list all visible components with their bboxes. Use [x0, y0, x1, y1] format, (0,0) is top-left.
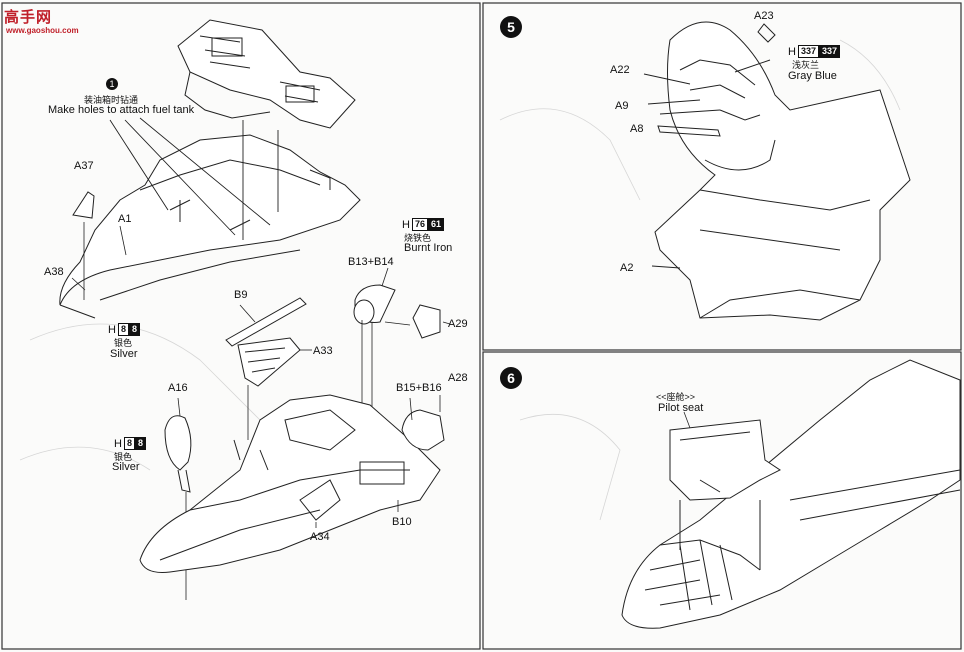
paint-en-silver-1: Silver	[110, 348, 138, 360]
paint-en-silver-2: Silver	[112, 461, 140, 473]
label-a23: A23	[754, 10, 774, 22]
label-b13-b14: B13+B14	[348, 256, 394, 268]
pilot-seat-en: Pilot seat	[658, 402, 704, 414]
label-a33: A33	[313, 345, 333, 357]
part-a37	[72, 191, 95, 219]
paint-callout-silver-1: H 8 8	[108, 323, 140, 336]
step6-assembly	[621, 359, 961, 629]
upper-fuselage-part	[59, 134, 361, 319]
pilot-seat-cn: <<座舱>>	[656, 392, 696, 402]
part-b13-b14	[353, 267, 396, 430]
part-a28-b15-b16	[401, 395, 445, 451]
label-b15-b16: B15+B16	[396, 382, 442, 394]
paint-cn-burnt-iron: 烧铁色	[404, 233, 432, 243]
note-marker: 1	[106, 78, 118, 90]
paint-callout-gray-blue: H 337 337	[788, 45, 841, 58]
label-a9: A9	[615, 100, 629, 112]
step6-panel-border	[482, 351, 962, 650]
label-a2: A2	[620, 262, 634, 274]
paint-prefix: H	[402, 218, 410, 231]
paint-cn-silver-2: 银色	[114, 452, 133, 462]
note-cn: 装油箱时钻通	[84, 95, 139, 105]
paint-prefix: H	[114, 437, 122, 450]
label-a34: A34	[310, 531, 330, 543]
paint-prefix: H	[108, 323, 116, 336]
part-a29	[384, 304, 451, 339]
label-a29: A29	[448, 318, 468, 330]
label-a8: A8	[630, 123, 644, 135]
paint-code-alt: 337	[818, 45, 841, 58]
label-a37: A37	[74, 160, 94, 172]
watermark-url: www.gaoshou.com	[6, 26, 79, 35]
label-a16: A16	[168, 382, 188, 394]
fuel-tank-part	[177, 19, 356, 129]
left-panel-border	[1, 2, 481, 650]
paint-code: 8	[123, 437, 135, 450]
paint-en-gray-blue: Gray Blue	[788, 70, 837, 82]
paint-code: 8	[117, 323, 129, 336]
paint-en-burnt-iron: Burnt Iron	[404, 242, 453, 254]
label-b10: B10	[392, 516, 412, 528]
step5-panel-border	[482, 2, 962, 351]
part-a33	[237, 337, 312, 440]
paint-code-alt: 8	[128, 323, 140, 336]
paint-code: 76	[411, 218, 428, 231]
step-number-6: 6	[500, 367, 522, 389]
label-b9: B9	[234, 289, 248, 301]
paint-cn-silver-1: 银色	[114, 338, 133, 348]
label-a28: A28	[448, 372, 468, 384]
paint-cn-gray-blue: 浅灰兰	[792, 60, 820, 70]
paint-code-alt: 8	[134, 437, 146, 450]
note-en: Make holes to attach fuel tank	[48, 104, 195, 116]
paint-prefix: H	[788, 45, 796, 58]
label-a1: A1	[118, 213, 132, 225]
paint-code-alt: 61	[427, 218, 444, 231]
paint-code: 337	[797, 45, 819, 58]
paint-callout-silver-2: H 8 8	[114, 437, 146, 450]
part-b9	[225, 297, 307, 347]
watermark: 高手网	[4, 9, 53, 26]
paint-callout-burnt-iron: H 76 61	[402, 218, 444, 231]
label-a22: A22	[610, 64, 630, 76]
step-number-5: 5	[500, 16, 522, 38]
step5-assembly	[643, 21, 911, 321]
label-a38: A38	[44, 266, 64, 278]
